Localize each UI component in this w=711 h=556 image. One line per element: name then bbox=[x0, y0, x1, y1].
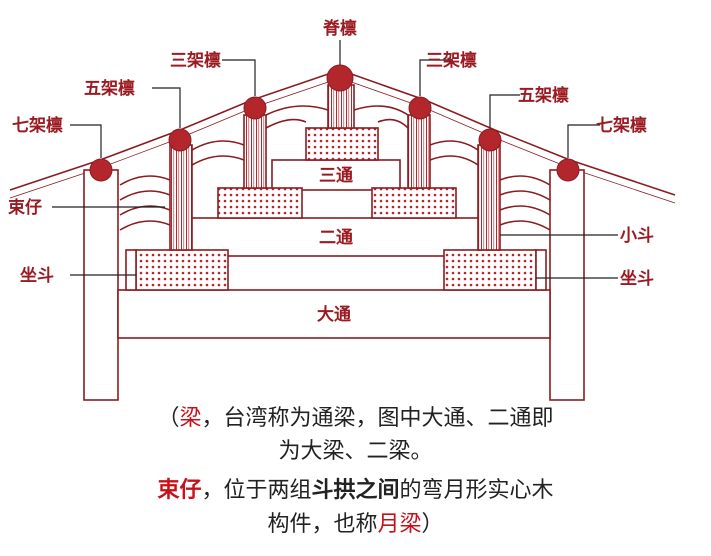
shuzai-curve-top-right-2 bbox=[377, 118, 409, 129]
leader-three-right bbox=[419, 59, 453, 96]
caption-line3-text-a: ，位于两组 bbox=[201, 478, 312, 503]
zuodou-base-left bbox=[125, 249, 137, 291]
caption-line-2: 为大梁、二梁。 bbox=[0, 438, 711, 466]
label-five-purlin-left: 五架檩 bbox=[84, 78, 135, 99]
caption-line1-text: ，台湾称为通梁，图中大通、二通即 bbox=[201, 406, 554, 431]
caption-term-shuzai: 束仔 bbox=[157, 478, 202, 503]
shuzai-curve-right-3 bbox=[499, 205, 551, 216]
caption-line3-text-b: 的弯月形实心木 bbox=[399, 478, 554, 503]
dou-block-mid-left bbox=[217, 187, 303, 219]
label-zuodou-right: 坐斗 bbox=[620, 269, 654, 289]
leader-seven-left bbox=[70, 124, 102, 158]
label-xiaodou: 小斗 bbox=[620, 226, 654, 246]
shuzai-curve-left-1 bbox=[119, 175, 171, 186]
beam-ertong bbox=[189, 217, 483, 257]
shuzai-curve-mid-right-2 bbox=[429, 155, 479, 166]
label-ertong: 二通 bbox=[319, 228, 353, 248]
purlin-three-left bbox=[243, 96, 267, 120]
shuzai-curve-mid-left-2 bbox=[191, 155, 245, 166]
shuzai-curve-top-left-1 bbox=[265, 105, 329, 116]
shuzai-curve-right-2 bbox=[499, 190, 551, 201]
purlin-ridge bbox=[326, 64, 354, 92]
caption-line-4: 构件，也称月梁） bbox=[0, 511, 711, 539]
beam-datong bbox=[117, 289, 551, 339]
shuzai-curve-left-2 bbox=[119, 190, 171, 201]
caption-open-paren: （ bbox=[157, 406, 180, 431]
caption-line-1: （梁，台湾称为通梁，图中大通、二通即 bbox=[0, 405, 711, 433]
column-left bbox=[83, 169, 119, 401]
leader-three-left bbox=[222, 59, 256, 96]
dou-block-top bbox=[305, 127, 379, 161]
leader-seven-right bbox=[567, 124, 600, 158]
shuzai-curve-right-4 bbox=[499, 220, 551, 231]
column-right bbox=[549, 169, 585, 401]
zuodou-block-left bbox=[135, 249, 229, 291]
label-zuodou-left: 坐斗 bbox=[20, 266, 54, 286]
label-seven-purlin-right: 七架檩 bbox=[596, 115, 647, 136]
post-five-left bbox=[169, 144, 193, 251]
purlin-seven-left bbox=[89, 158, 113, 182]
shuzai-curve-left-3 bbox=[119, 205, 171, 216]
caption-term-yueliang: 月梁 bbox=[377, 512, 422, 537]
label-ridge-purlin: 脊檩 bbox=[322, 18, 357, 39]
post-five-right bbox=[477, 144, 501, 251]
label-santong: 三通 bbox=[319, 166, 353, 186]
shuzai-curve-mid-right-1 bbox=[429, 140, 479, 151]
caption-term-liang: 梁 bbox=[179, 406, 202, 431]
label-three-purlin-left: 三架檩 bbox=[170, 50, 221, 71]
zuodou-block-right bbox=[443, 249, 537, 291]
label-three-purlin-right: 三架檩 bbox=[426, 50, 477, 71]
purlin-five-left bbox=[168, 128, 192, 152]
caption-line2-text: 为大梁、二梁。 bbox=[278, 439, 433, 464]
label-datong: 大通 bbox=[317, 304, 351, 325]
caption-term-dougong: 斗拱之间 bbox=[311, 478, 400, 503]
label-seven-purlin-left: 七架檩 bbox=[12, 115, 63, 136]
shuzai-curve-mid-left-1 bbox=[191, 140, 245, 151]
dou-block-mid-right bbox=[371, 187, 457, 219]
shuzai-curve-left-4 bbox=[119, 220, 171, 231]
post-ridge bbox=[327, 84, 355, 129]
label-shuzai: 束仔 bbox=[8, 197, 42, 218]
caption-line-3: 束仔，位于两组斗拱之间的弯月形实心木 bbox=[0, 477, 711, 505]
post-three-right bbox=[407, 114, 431, 189]
purlin-seven-right bbox=[556, 158, 580, 182]
caption-close-paren: ） bbox=[421, 512, 444, 537]
leader-five-left bbox=[152, 87, 181, 128]
shuzai-curve-right-1 bbox=[499, 175, 551, 186]
caption-line4-text-a: 构件，也称 bbox=[267, 512, 378, 537]
leader-five-right bbox=[489, 94, 520, 128]
shuzai-curve-top-right-1 bbox=[353, 105, 409, 116]
zuodou-base-right bbox=[535, 249, 547, 291]
label-five-purlin-right: 五架檩 bbox=[518, 85, 569, 106]
shuzai-curve-top-left-2 bbox=[265, 118, 307, 129]
post-three-left bbox=[243, 114, 267, 189]
purlin-five-right bbox=[478, 128, 502, 152]
purlin-three-right bbox=[408, 96, 432, 120]
